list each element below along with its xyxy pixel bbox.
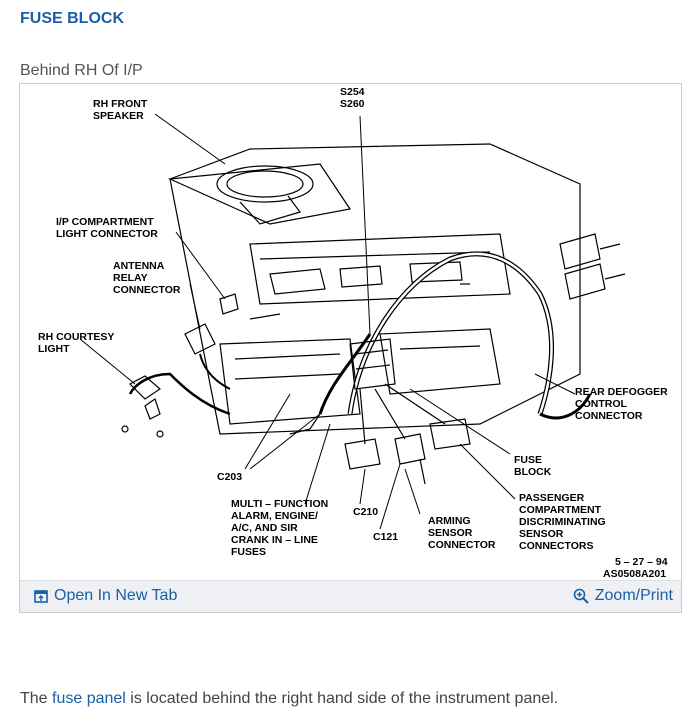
label-arming-1: ARMING: [428, 515, 471, 527]
label-date-code-2: AS0508A201: [603, 568, 666, 580]
label-passenger-4: SENSOR: [519, 528, 564, 540]
label-arming-2: SENSOR: [428, 527, 473, 539]
label-multi-function-2: ALARM, ENGINE/: [231, 510, 318, 522]
label-rh-courtesy-1: RH COURTESY: [38, 331, 114, 343]
label-c210: C210: [353, 506, 378, 518]
zoom-print-link[interactable]: Zoom/Print: [573, 587, 673, 605]
open-new-tab-label: Open In New Tab: [54, 587, 178, 604]
label-splice-1: S254: [340, 86, 365, 98]
label-rear-defogger-1: REAR DEFOGGER: [575, 386, 668, 398]
label-antenna-2: RELAY: [113, 272, 148, 284]
zoom-icon: [573, 588, 589, 604]
label-antenna-1: ANTENNA: [113, 260, 165, 272]
label-c203: C203: [217, 471, 242, 483]
label-date-code-1: 5 – 27 – 94: [615, 556, 668, 568]
diagram-labels: RH FRONT SPEAKER S254 S260 I/P COMPARTME…: [38, 86, 668, 580]
footer-prefix: The: [20, 690, 53, 707]
label-arming-3: CONNECTOR: [428, 539, 496, 551]
figure-frame: RH FRONT SPEAKER S254 S260 I/P COMPARTME…: [19, 83, 682, 613]
label-fuse-block-1: FUSE: [514, 454, 542, 466]
label-rh-front-speaker-1: RH FRONT: [93, 98, 148, 110]
label-multi-function-3: A/C, AND SIR: [231, 522, 298, 534]
label-multi-function-1: MULTI – FUNCTION: [231, 498, 328, 510]
label-fuse-block-2: BLOCK: [514, 466, 552, 478]
label-splice-2: S260: [340, 98, 365, 110]
wiring-diagram[interactable]: RH FRONT SPEAKER S254 S260 I/P COMPARTME…: [20, 84, 681, 581]
fuse-panel-link[interactable]: fuse panel: [52, 690, 126, 707]
label-rear-defogger-2: CONTROL: [575, 398, 627, 410]
label-multi-function-5: FUSES: [231, 546, 266, 558]
label-passenger-5: CONNECTORS: [519, 540, 593, 552]
figure-toolbar: Open In New Tab Zoom/Print: [20, 580, 681, 612]
page-heading: FUSE BLOCK: [20, 10, 124, 27]
label-ip-compartment-1: I/P COMPARTMENT: [56, 216, 154, 228]
open-new-tab-link[interactable]: Open In New Tab: [34, 587, 177, 605]
label-passenger-3: DISCRIMINATING: [519, 516, 606, 528]
footer-suffix: is located behind the right hand side of…: [125, 690, 559, 707]
label-passenger-1: PASSENGER: [519, 492, 585, 504]
leader-lines: [79, 113, 576, 530]
diagram-drawing: [121, 143, 626, 485]
label-antenna-3: CONNECTOR: [113, 284, 181, 296]
label-ip-compartment-2: LIGHT CONNECTOR: [56, 228, 158, 240]
label-passenger-2: COMPARTMENT: [519, 504, 602, 516]
label-rh-courtesy-2: LIGHT: [38, 343, 70, 355]
figure-caption: Behind RH Of I/P: [20, 62, 143, 79]
label-rear-defogger-3: CONNECTOR: [575, 410, 643, 422]
label-c121: C121: [373, 531, 398, 543]
zoom-print-label: Zoom/Print: [594, 587, 673, 604]
label-rh-front-speaker-2: SPEAKER: [93, 110, 144, 122]
open-new-tab-icon: [34, 590, 48, 603]
footer-text: The fuse panel is located behind the rig…: [20, 690, 558, 708]
label-multi-function-4: CRANK IN – LINE: [231, 534, 318, 546]
